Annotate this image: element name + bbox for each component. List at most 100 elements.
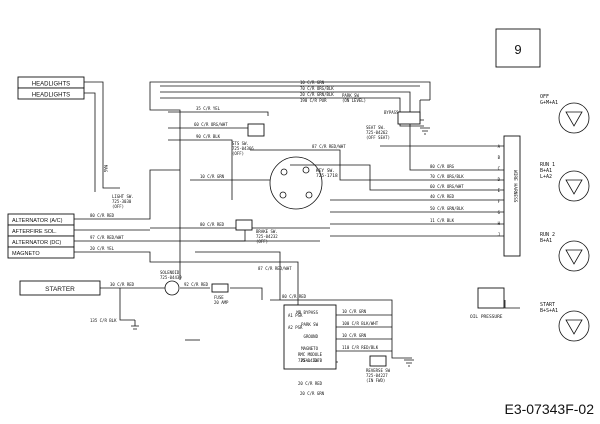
solenoid-label: SOLENOID — [160, 270, 180, 275]
wire-label-w80-red-2: 80 C/R RED — [200, 222, 225, 227]
solenoid-number: 725-04439 — [160, 275, 182, 280]
sts-switch-label: STS SW. — [232, 141, 249, 146]
wire-harness-label: WIRE HARNESS — [512, 170, 518, 203]
seat-switch-label: SEAT SW. — [366, 125, 385, 130]
wire-label-w20-red: 20 C/R RED — [298, 381, 323, 386]
key-state-name: START — [540, 302, 555, 308]
light-switch-number: 725-3030 — [112, 199, 132, 204]
wire-label-w30-red: 30 C/R RED — [110, 282, 135, 287]
harness-pin-letter: J — [498, 232, 500, 237]
wire-label-w20-yel: 20 C/R YEL — [90, 246, 115, 251]
reverse-switch — [369, 355, 387, 367]
key-state-circle — [558, 240, 590, 272]
key-state-circle — [558, 310, 590, 342]
key-switch — [269, 156, 323, 210]
oil-pressure-label: OIL PRESSURE — [470, 314, 503, 320]
harness-pin-letter: F — [498, 199, 501, 204]
headlights-box-2 — [17, 87, 85, 100]
magneto-box — [7, 246, 75, 259]
rmc-pin-label: MAGNETO — [301, 346, 318, 351]
magneto-label: MAGNETO — [12, 251, 40, 257]
key-state-contacts — [565, 111, 583, 127]
wire-label-w80-red-1: 80 C/R RED — [90, 213, 115, 218]
alternator-ac-label: ALTERNATOR (A/C) — [12, 218, 63, 224]
rmc-pin-label: GROUND — [304, 334, 319, 339]
mag-tag: MAG — [103, 165, 108, 173]
key-pin-b — [302, 166, 310, 174]
rmc-pin-label: PARK SW — [301, 322, 318, 327]
wire-label-w20-grn-blk: 20 C/R GRN/BLK — [300, 92, 334, 97]
rmc-module-number: 725-04227B — [298, 358, 323, 363]
key-switch-number: 725-1718 — [316, 173, 338, 179]
brake-switch — [235, 219, 253, 231]
starter-label: STARTER — [45, 286, 75, 293]
harness-pin-letter: B — [498, 155, 501, 160]
wire-harness-connector — [503, 135, 521, 257]
wire-label-w92-red: 92 C/R RED — [184, 282, 209, 287]
key-state-combo: B+A1 — [540, 238, 552, 244]
wire-label-w100-blk-wht: 100 C/R BLK/WHT — [342, 321, 379, 326]
seat-switch — [397, 111, 421, 125]
key-pin-a1 — [279, 191, 287, 199]
key-state-combo: G+M+A1 — [540, 100, 558, 106]
light-switch-state: (OFF) — [112, 204, 124, 209]
page-number-box — [495, 28, 541, 68]
key-state-circle — [558, 102, 590, 134]
key-switch-label: KEY SW. — [316, 168, 335, 174]
bypass-tag: BYPASS — [384, 110, 399, 115]
seat-switch-state: (OFF SEAT) — [366, 135, 390, 140]
rmc-module-label: RMC MODULE — [298, 352, 323, 357]
oil-pressure-box — [477, 287, 505, 309]
fuse-label: FUSE — [214, 295, 224, 300]
harness-pin-letter: D — [498, 177, 501, 182]
wire-label-w70-org-blk: 70 C/R ORG/BLK — [430, 174, 464, 179]
page-number: 9 — [514, 42, 521, 57]
afterfire-sol-label: AFTERFIRE SOL. — [12, 229, 57, 235]
wire-label-w10-grn-mid: 10 C/R GRN — [200, 174, 225, 179]
fuse-rating: 20 AMP — [214, 300, 229, 305]
wire-label-w60-org-wht-1: 60 C/R ORG/WHT — [194, 122, 228, 127]
wire-label-w97-red-wht: 97 C/R RED/WHT — [90, 235, 124, 240]
headlights-label-1: HEADLIGHTS — [32, 82, 70, 88]
wire-label-w40-red-1: 40 C/R RED — [430, 194, 455, 199]
light-switch-label: LIGHT SW. — [112, 194, 134, 199]
solenoid — [164, 280, 180, 296]
harness-pin-letter: C — [498, 166, 501, 171]
wire-label-w87-red-wht-2: 87 C/R RED/WHT — [258, 266, 292, 271]
sts-switch-state: (OFF) — [232, 151, 244, 156]
key-pin-a2 — [305, 191, 313, 199]
part-number: E3-07343F-02 — [504, 401, 594, 417]
wire-label-w80-red-3: 80 C/R RED — [282, 294, 307, 299]
headlights-label-2: HEADLIGHTS — [32, 93, 70, 99]
wire-label-w10-grn-top: 10 C/R GRN — [300, 80, 325, 85]
wire-label-w87-red-wht-1: 87 C/R RED/WHT — [312, 144, 346, 149]
key-state-contacts — [565, 179, 583, 195]
fuse — [211, 283, 229, 293]
key-state-combo: B+S+A1 — [540, 308, 558, 314]
rmc-pin-label: REV. SW — [301, 358, 318, 363]
wire-paths — [74, 81, 520, 363]
reverse-switch-label: REVERSE SW — [366, 368, 391, 373]
key-state-combo: B+A1 — [540, 168, 552, 174]
rmc-pin-label: MB BYPASS — [296, 310, 318, 315]
wire-label-w60-org-wht-2: 60 C/R ORG/WHT — [430, 184, 464, 189]
key-state-name: OFF — [540, 94, 549, 100]
wire-label-w20-grn: 20 C/R GRN — [300, 391, 325, 396]
brake-switch-state: (OFF) — [256, 239, 268, 244]
key-pin-g — [280, 168, 288, 176]
brake-switch-number: 725-04232 — [256, 234, 278, 239]
brake-switch-label: BRAKE SW. — [256, 229, 278, 234]
rmc-left-pin-label: A1 PSR — [288, 313, 303, 318]
ground-symbols — [131, 127, 430, 367]
park-switch-label: PARK SW — [342, 93, 359, 98]
seat-switch-number: 725-04262 — [366, 130, 388, 135]
key-state-name: RUN 1 — [540, 162, 555, 168]
wire-label-w10-grn-gnd: 10 C/R GRN — [342, 333, 367, 338]
harness-pin-letter: H — [498, 221, 501, 226]
wire-label-w50-grn-blk: 50 C/R GRN/BLK — [430, 206, 464, 211]
alternator-dc-label: ALTERNATOR (DC) — [12, 240, 61, 246]
